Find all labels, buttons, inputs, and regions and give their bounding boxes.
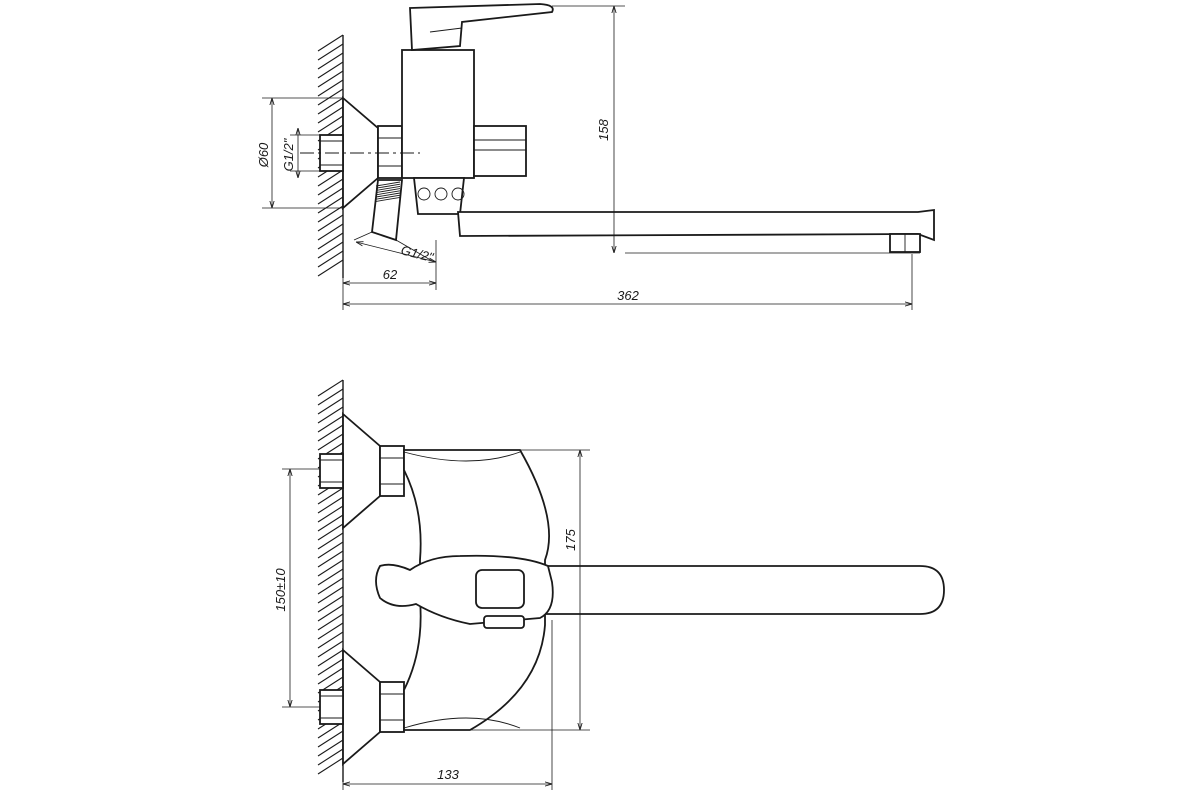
- thread-stroke: [375, 194, 401, 200]
- hatch-stroke: [317, 559, 344, 577]
- dim-label-spacing: 150±10: [273, 568, 288, 612]
- thread-stroke: [375, 183, 401, 189]
- hatch-stroke: [317, 586, 344, 604]
- dim-body-depth: 133: [342, 620, 553, 790]
- hatch-stroke: [317, 667, 344, 685]
- hatch-stroke: [317, 532, 344, 550]
- hatch-stroke: [317, 223, 344, 241]
- hatch-stroke: [317, 487, 344, 505]
- dim-inlet-spacing: 150±10: [273, 468, 320, 708]
- plan-lever: [375, 554, 554, 629]
- hatch-stroke: [317, 34, 344, 52]
- dim-label-175: 175: [563, 528, 578, 550]
- dim-label-eccentric-thread: G1/2": [399, 242, 436, 265]
- upper-inlet: [319, 412, 405, 530]
- hatch-stroke: [317, 397, 344, 415]
- hatch-stroke: [317, 730, 344, 748]
- spout: [457, 208, 935, 253]
- hatch-stroke: [317, 187, 344, 205]
- hatch-stroke: [317, 259, 344, 277]
- hatch-stroke: [317, 757, 344, 775]
- hatch-stroke: [317, 496, 344, 514]
- hatch-stroke: [317, 178, 344, 196]
- thread-stroke: [375, 192, 401, 198]
- thread-stroke: [375, 190, 401, 196]
- hatch-stroke: [317, 106, 344, 124]
- dim-label-inlet-thread: G1/2": [281, 137, 296, 171]
- dim-wall-to-eccentric: 62: [343, 240, 437, 290]
- hatch-stroke: [317, 739, 344, 757]
- hatch-stroke: [317, 595, 344, 613]
- hatch-stroke: [317, 406, 344, 424]
- hatch-stroke: [317, 568, 344, 586]
- hatch-stroke: [317, 649, 344, 667]
- dim-label-158: 158: [596, 118, 611, 140]
- hatch-stroke: [317, 550, 344, 568]
- hatch-stroke: [317, 379, 344, 397]
- hatch-stroke: [317, 250, 344, 268]
- hatch-stroke: [317, 70, 344, 88]
- hatch-stroke: [317, 97, 344, 115]
- hatch-stroke: [317, 577, 344, 595]
- hatch-stroke: [317, 241, 344, 259]
- plan-spout: [544, 565, 945, 615]
- hatch-stroke: [317, 658, 344, 676]
- hatch-stroke: [317, 232, 344, 250]
- hatch-stroke: [317, 631, 344, 649]
- hatch-stroke: [317, 88, 344, 106]
- dim-spout-reach: 362: [342, 254, 913, 310]
- hatch-stroke: [317, 388, 344, 406]
- thread-stroke: [375, 196, 401, 202]
- plan-view: 150±10 175 133: [273, 379, 945, 790]
- hatch-stroke: [317, 52, 344, 70]
- hatch-stroke: [317, 196, 344, 214]
- hatch-stroke: [317, 43, 344, 61]
- lever-handle: [409, 3, 554, 51]
- hatch-stroke: [317, 415, 344, 433]
- side-view: 158 Ø60 G1/2" G1/2" 62: [256, 3, 935, 310]
- thread-stroke: [375, 185, 401, 191]
- hatch-stroke: [317, 169, 344, 187]
- lower-inlet: [319, 648, 405, 766]
- hatch-stroke: [317, 214, 344, 232]
- hatch-stroke: [317, 61, 344, 79]
- eccentric: [371, 179, 403, 242]
- hatch-stroke: [317, 613, 344, 631]
- dim-label-diameter: Ø60: [256, 142, 271, 168]
- hatch-stroke: [317, 604, 344, 622]
- hatch-stroke: [317, 79, 344, 97]
- dim-label-362: 362: [617, 288, 639, 303]
- dim-inlet-thread: G1/2": [281, 128, 320, 178]
- hatch-stroke: [317, 748, 344, 766]
- hatch-stroke: [317, 424, 344, 442]
- mixer-body: [401, 49, 527, 215]
- hatch-stroke: [317, 505, 344, 523]
- hatch-stroke: [317, 523, 344, 541]
- hatch-stroke: [317, 433, 344, 451]
- nut: [377, 125, 403, 179]
- hatch-stroke: [317, 541, 344, 559]
- hatch-stroke: [317, 115, 344, 133]
- dim-label-133: 133: [437, 767, 459, 782]
- dim-body-height: 175: [404, 449, 590, 731]
- thread-stroke: [375, 181, 401, 187]
- dim-overall-height: 158: [552, 5, 920, 254]
- dim-flange-diameter: Ø60: [256, 97, 343, 209]
- hatch-stroke: [317, 205, 344, 223]
- dim-label-62: 62: [383, 267, 398, 282]
- hatch-stroke: [317, 514, 344, 532]
- hatch-stroke: [317, 640, 344, 658]
- thread-stroke: [375, 188, 401, 194]
- hatch-stroke: [317, 622, 344, 640]
